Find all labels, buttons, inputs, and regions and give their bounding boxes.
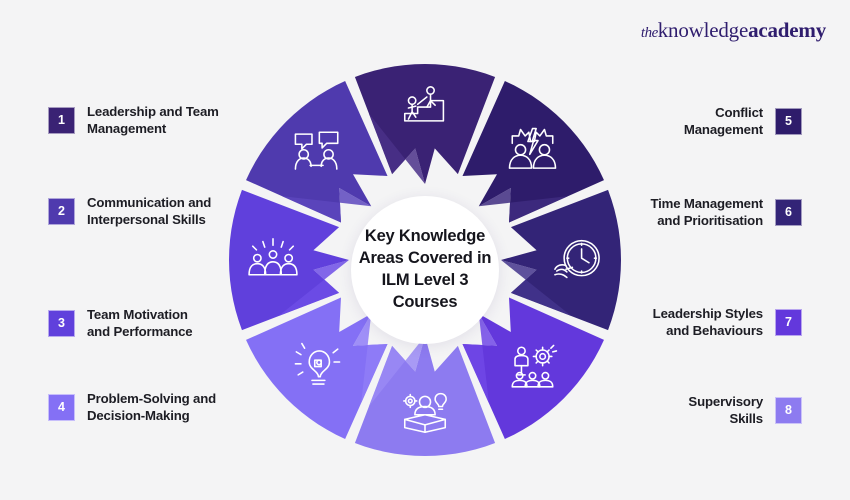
wedge-fold-6 [501, 260, 572, 317]
legend-item-6[interactable]: Time Management and Prioritisation 6 [650, 195, 802, 230]
legend-item-8[interactable]: Supervisory Skills 8 [688, 393, 802, 428]
legend-label-7: Leadership Styles and Behaviours [652, 306, 763, 339]
legend-item-7[interactable]: Leadership Styles and Behaviours 7 [653, 305, 802, 340]
wedge-5[interactable] [462, 81, 604, 223]
legend-item-4[interactable]: 4 Problem-Solving and Decision-Making [48, 390, 216, 425]
center-hub: Key Knowledge Areas Covered in ILM Level… [351, 196, 499, 344]
team-celebrating-icon [248, 238, 298, 276]
legend-item-3[interactable]: 3 Team Motivation and Performance [48, 306, 193, 341]
radial-wedge-diagram [175, 60, 675, 460]
legend-number-3: 3 [48, 309, 75, 337]
legend-item-2[interactable]: 2 Communication and Interpersonal Skills [48, 194, 211, 229]
legend-label-1: Leadership and Team Management [87, 104, 219, 137]
leader-presenting-gear-icon [511, 344, 558, 388]
wedge-svg [229, 64, 621, 456]
legend-item-5[interactable]: Conflict Management 5 [684, 104, 802, 139]
legend-label-3: Team Motivation and Performance [87, 307, 193, 340]
legend-label-8: Supervisory Skills [688, 394, 763, 427]
legend-label-4: Problem-Solving and Decision-Making [87, 391, 217, 424]
two-people-lightning-conflict-icon [508, 127, 557, 169]
lightbulb-puzzle-idea-icon [294, 342, 341, 385]
legend-label-5: Conflict Management [683, 105, 763, 138]
legend-label-2: Communication and Interpersonal Skills [87, 195, 212, 228]
wedge-4[interactable] [246, 297, 388, 439]
wedge-fold-5 [478, 188, 569, 223]
legend-number-2: 2 [48, 197, 75, 225]
wedge-7[interactable] [462, 297, 604, 439]
legend-number-6: 6 [775, 198, 802, 226]
legend-label-6: Time Management and Prioritisation [650, 196, 763, 229]
person-book-gear-bulb-icon [403, 392, 447, 434]
logo-knowledge: knowledge [657, 18, 749, 42]
clock-hand-time-icon [554, 239, 600, 279]
legend-number-8: 8 [775, 396, 802, 424]
legend-number-1: 1 [48, 106, 75, 134]
legend-number-5: 5 [775, 107, 802, 135]
wedge-fold-8 [368, 336, 425, 407]
wedge-group [229, 64, 621, 456]
brand-logo: theknowledgeacademy [641, 18, 826, 43]
wedge-fold-7 [462, 313, 497, 404]
mentor-helping-up-steps-icon [403, 86, 445, 122]
two-people-speech-bubbles-icon [294, 131, 339, 170]
logo-the: the [640, 25, 658, 41]
legend-number-7: 7 [775, 308, 802, 336]
logo-academy: academy [748, 18, 826, 42]
wedge-fold-2 [281, 188, 372, 223]
wedge-2[interactable] [246, 81, 388, 223]
center-title: Key Knowledge Areas Covered in ILM Level… [358, 227, 492, 311]
wedge-fold-4 [353, 313, 388, 404]
wedge-icon-group [248, 86, 600, 434]
legend-item-1[interactable]: 1 Leadership and Team Management [48, 103, 219, 138]
legend-number-4: 4 [48, 393, 75, 421]
